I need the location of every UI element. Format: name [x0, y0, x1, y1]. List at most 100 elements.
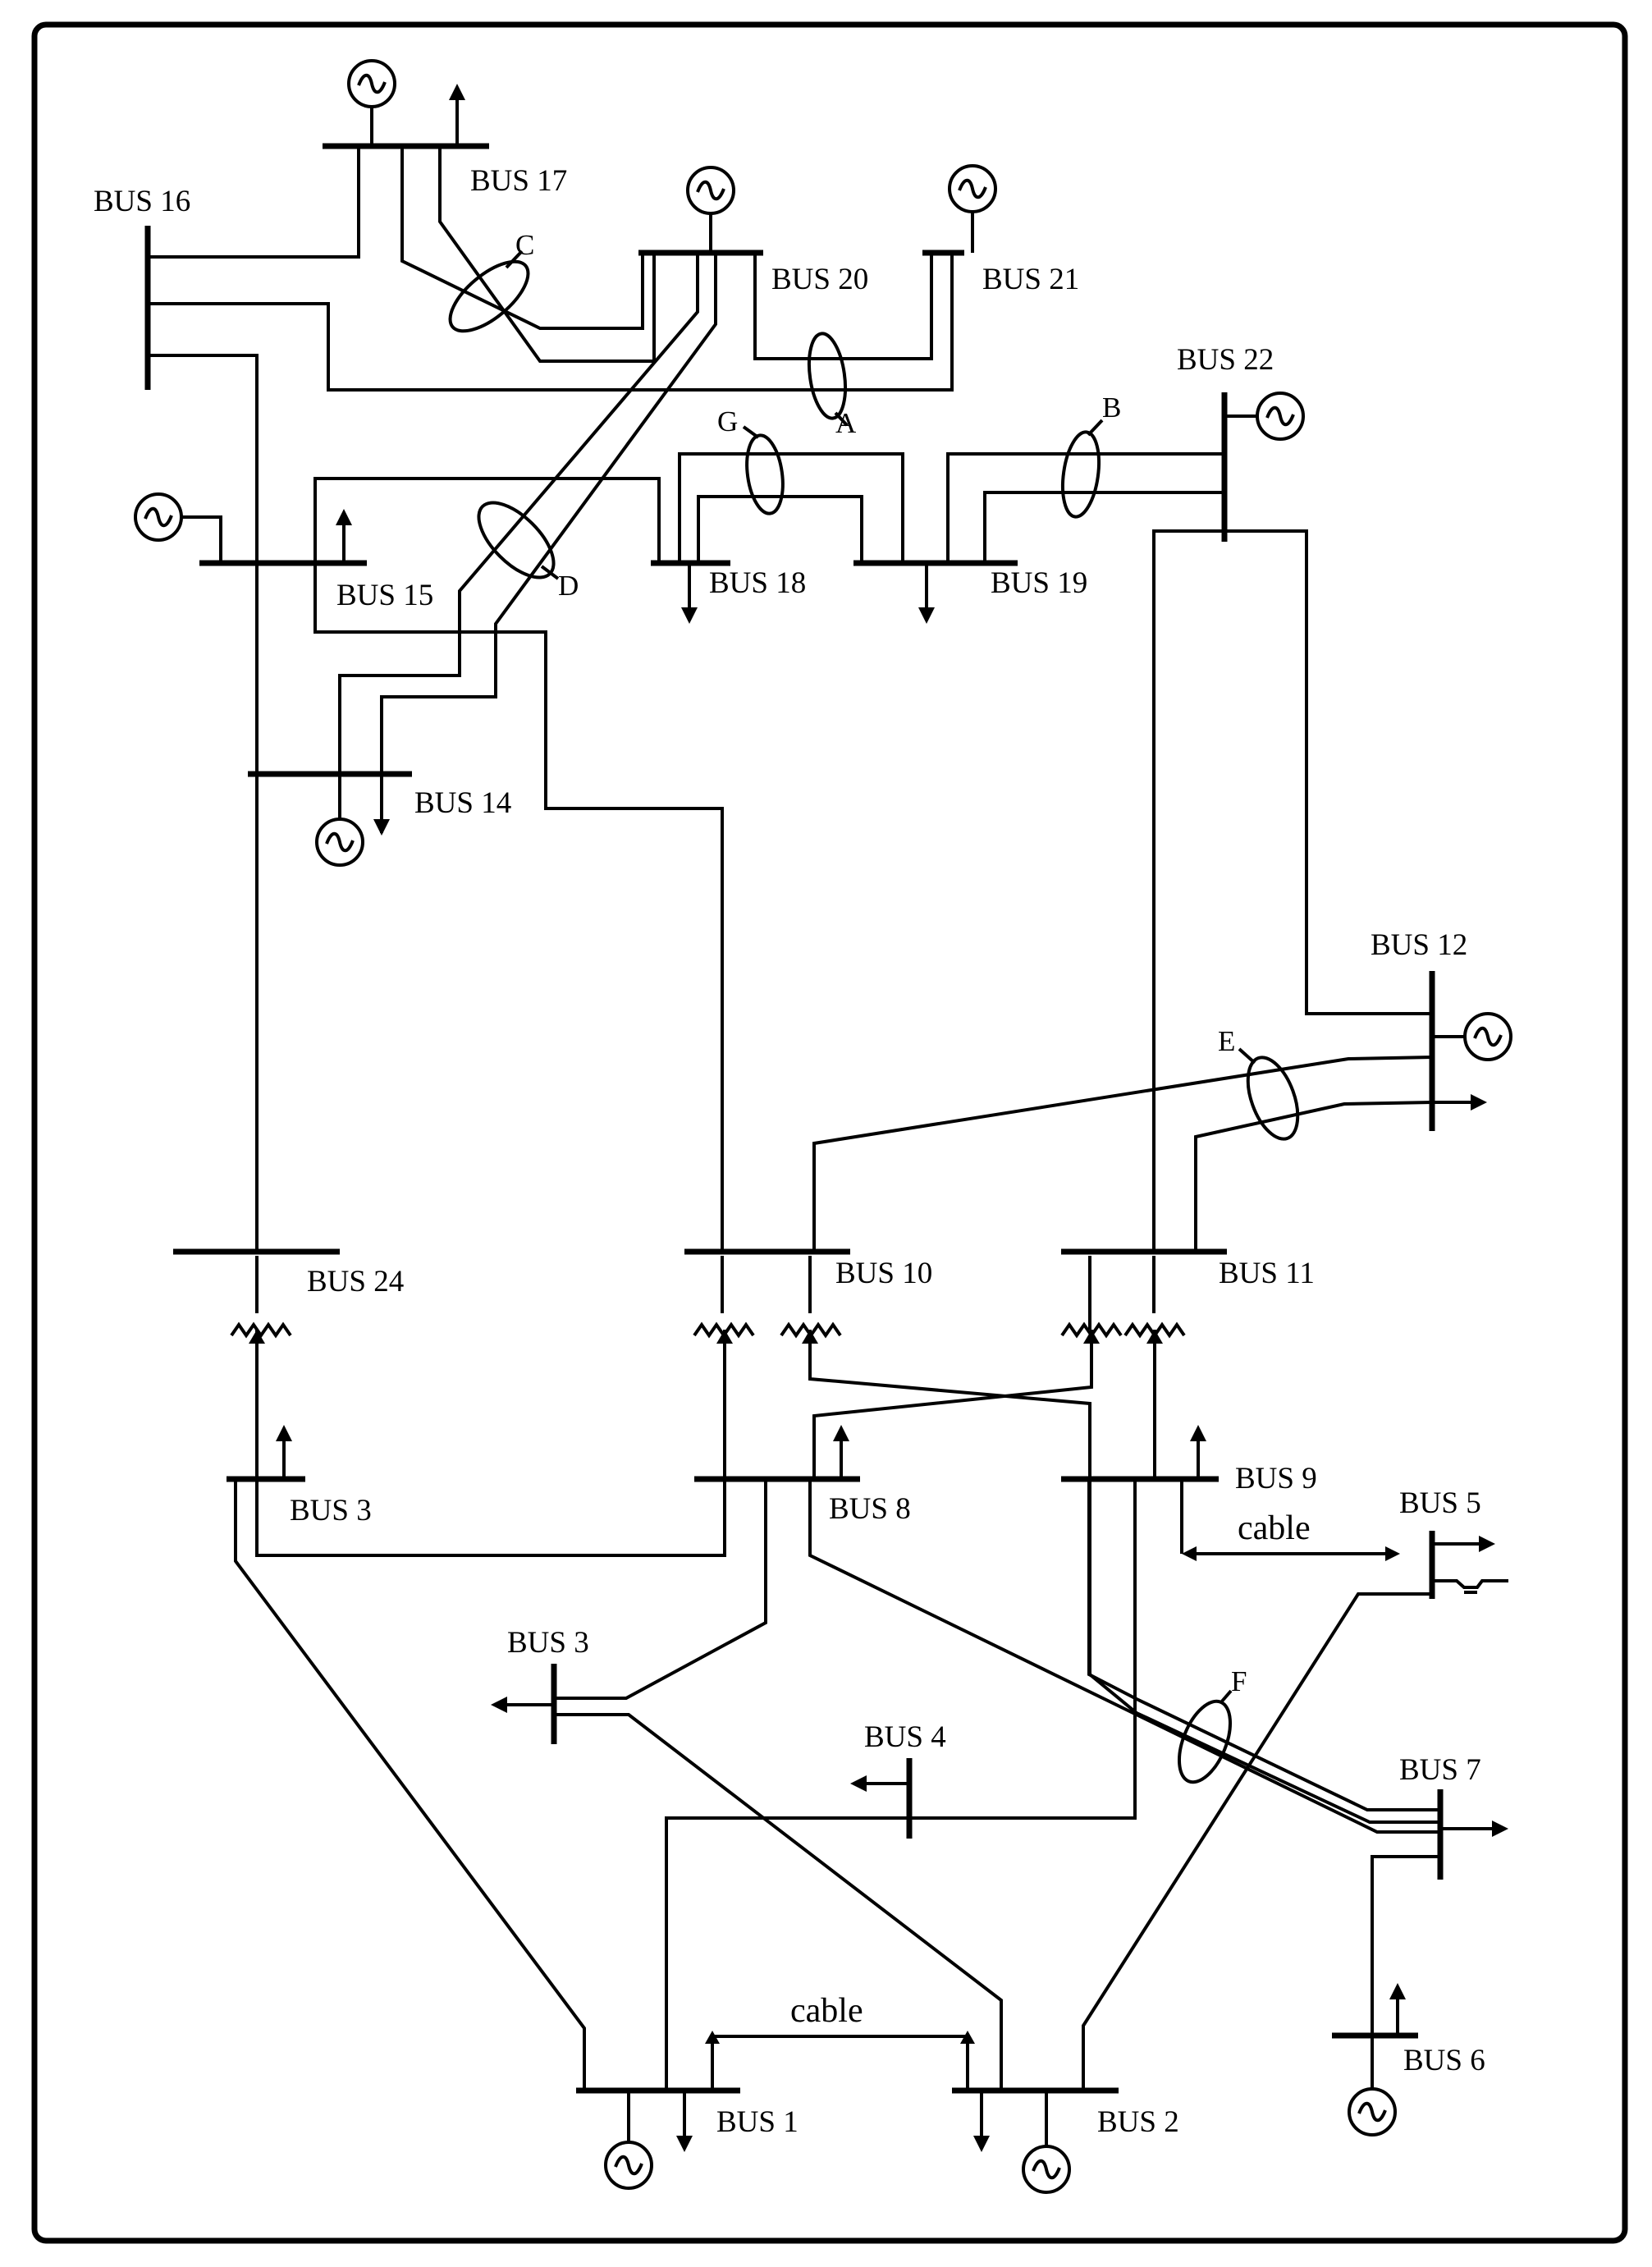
line-16-21: [148, 253, 954, 392]
line-17-20-b: [438, 146, 656, 363]
load-arrow-icon: [449, 84, 465, 146]
group-a-ellipse: [807, 332, 848, 420]
label-bus12: BUS 12: [1371, 928, 1467, 962]
label-bus2: BUS 2: [1097, 2105, 1179, 2139]
label-bus6: BUS 6: [1403, 2044, 1485, 2077]
line-20-14-a: [338, 253, 699, 833]
line-16-17: [148, 146, 360, 259]
group-g-ellipse: [745, 433, 785, 515]
load-arrow-icon: [681, 563, 698, 624]
load-arrow-icon: [373, 774, 390, 836]
line-18-19-a: [678, 452, 904, 563]
label-bus4: BUS 4: [864, 1720, 946, 1754]
label-bus19: BUS 19: [991, 566, 1087, 600]
line-20-14-b: [380, 253, 717, 833]
label-bus9: BUS 9: [1235, 1462, 1317, 1495]
transformer-icon: [230, 1256, 292, 1344]
line-19-22-b: [983, 491, 1224, 563]
generator-icon: [315, 817, 364, 867]
line-3-8: [255, 1479, 726, 1557]
load-arrow-icon: [1190, 1425, 1206, 1479]
cable-9-5-arrow-left: [1182, 1546, 1197, 1561]
generator-icon: [1348, 2087, 1397, 2136]
line-15-10: [313, 563, 724, 1252]
line-8-3lower: [554, 1479, 767, 1700]
bus5-shunt-device: [1432, 1579, 1508, 1594]
transformer-icon: [1060, 1321, 1123, 1344]
generator-icon: [948, 164, 997, 213]
line-11xf-8: [812, 1330, 1093, 1479]
label-group-c: C: [515, 229, 534, 261]
load-arrow-icon: [1432, 1536, 1495, 1552]
label-bus20: BUS 20: [771, 263, 868, 296]
line-group-markers: [448, 250, 1300, 1784]
line-15-18: [313, 477, 661, 563]
label-group-d: D: [558, 570, 579, 602]
line-3-1: [234, 1479, 586, 2091]
line-7-6: [1371, 1855, 1440, 2036]
diagram-frame: [31, 21, 1628, 2244]
generator-icon: [1022, 2145, 1071, 2194]
cable-1-2: [711, 2035, 969, 2091]
group-c-ellipse: [448, 259, 530, 333]
cable-1-2-arrow-left: [705, 2031, 720, 2044]
generator-icon: [134, 492, 183, 542]
group-e-leader: [1238, 1047, 1256, 1065]
transformers: [230, 1256, 1186, 1344]
load-arrow-icon: [276, 1425, 292, 1479]
label-group-b: B: [1102, 392, 1121, 424]
group-f-ellipse: [1178, 1699, 1232, 1784]
transformer-icon: [693, 1256, 755, 1344]
group-d-leader: [540, 565, 560, 580]
cable-9-5-arrow-right: [1385, 1546, 1400, 1561]
load-arrow-icon: [336, 509, 352, 563]
label-bus3-lower: BUS 3: [507, 1626, 589, 1660]
generator-icon: [347, 59, 396, 108]
generator-icon: [604, 2141, 653, 2190]
label-bus3-upper: BUS 3: [290, 1494, 372, 1527]
label-bus17: BUS 17: [470, 164, 567, 198]
load-arrow-icon: [918, 563, 935, 624]
generator-icon: [1463, 1012, 1512, 1061]
line-17-20-a: [400, 146, 644, 330]
load-arrow-icon: [676, 2091, 693, 2152]
load-arrow-icon: [833, 1425, 849, 1479]
label-bus16: BUS 16: [94, 185, 190, 218]
label-bus18: BUS 18: [709, 566, 806, 600]
line-22-11: [1152, 529, 1224, 1252]
load-arrow-icon: [850, 1775, 909, 1792]
label-bus5: BUS 5: [1399, 1486, 1481, 1520]
line-9-1-via-4: [665, 1479, 1137, 2091]
transformer-icon: [780, 1256, 842, 1344]
group-c-leader: [505, 250, 524, 269]
group-f-leader: [1219, 1689, 1233, 1705]
label-bus22: BUS 22: [1177, 343, 1274, 377]
line-20-21: [753, 253, 933, 360]
label-bus14: BUS 14: [414, 786, 511, 820]
label-bus24: BUS 24: [307, 1265, 404, 1298]
line-16-24: [148, 354, 259, 1252]
label-bus11: BUS 11: [1219, 1257, 1315, 1290]
label-bus15: BUS 15: [336, 579, 433, 612]
group-g-leader: [742, 425, 760, 439]
group-b-ellipse: [1060, 430, 1101, 519]
loads: [276, 84, 1508, 2152]
label-bus21: BUS 21: [982, 263, 1079, 296]
line-22-12: [1224, 529, 1432, 1015]
label-bus1: BUS 1: [716, 2105, 799, 2139]
label-cable-1-2: cable: [790, 1992, 863, 2030]
label-group-f: F: [1231, 1665, 1247, 1697]
label-group-a: A: [835, 407, 857, 439]
group-b-leader: [1087, 419, 1104, 437]
label-group-e: E: [1218, 1025, 1235, 1057]
line-19-22-a: [946, 452, 1224, 563]
group-a-leader: [834, 411, 849, 427]
cable-1-2-arrow-right: [960, 2031, 975, 2044]
group-e-ellipse: [1246, 1056, 1300, 1141]
load-arrow-icon: [1389, 1983, 1406, 2036]
line-9-7: [1087, 1479, 1440, 1811]
line-5-2: [1082, 1592, 1432, 2091]
bus-labels: BUS 16 BUS 17 BUS 20 BUS 21 BUS 22 BUS 1…: [94, 164, 1485, 2139]
